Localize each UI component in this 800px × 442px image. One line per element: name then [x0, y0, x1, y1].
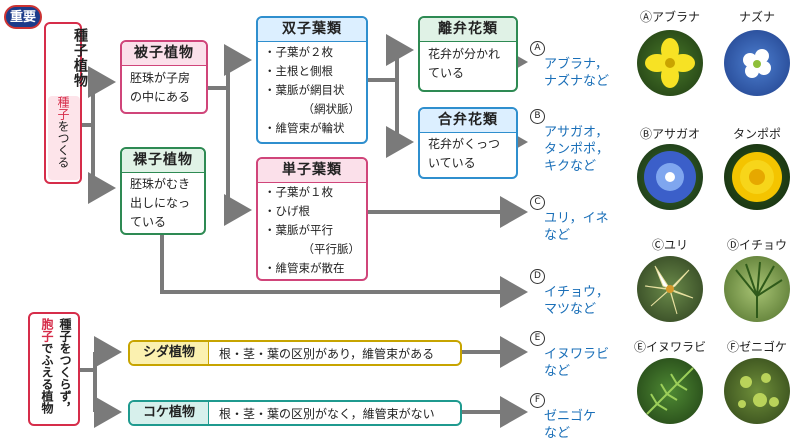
angiosperm-desc-line: 胚珠が子房: [130, 71, 191, 85]
morning-glory-icon: [637, 144, 703, 210]
dicot-item: ・主根と側根: [264, 64, 333, 78]
monocot-title: 単子葉類: [258, 159, 366, 183]
gymnosperm-desc-line: 出しになっ: [130, 196, 191, 210]
polypetal-title: 離弁花類: [420, 18, 516, 42]
liverwort-icon: [724, 358, 790, 424]
sympetal-desc-line: 花弁がくっつ: [428, 137, 501, 151]
result-line: イチョウ，: [544, 285, 610, 300]
photo-label: Ⓓイチョウ: [726, 238, 787, 252]
shepherds-purse-flower-icon: [724, 30, 790, 96]
importance-badge: 重要: [4, 5, 42, 29]
gymnosperm-desc-line: 胚珠がむき: [130, 177, 191, 191]
result-line: ユリ，イネ: [544, 211, 609, 226]
result-a: A アブラナ， ナズナなど: [530, 38, 609, 90]
monocot-item: （平行脈）: [296, 242, 360, 256]
spore-plant-line2: 胞子でふえる植物: [39, 318, 56, 422]
result-line: イヌワラビ: [544, 347, 610, 362]
polypetal-desc: 花弁が分かれ ている: [420, 42, 516, 86]
result-line: マツなど: [544, 302, 597, 317]
moss-desc: 根・茎・葉の区別がなく，維管束がない: [219, 406, 435, 421]
result-line: など: [544, 426, 571, 441]
polypetal-box: 離弁花類 花弁が分かれ ている: [418, 16, 518, 92]
gymnosperm-title: 裸子植物: [122, 149, 204, 173]
seed-plant-box: 種子植物 種子をつくる: [44, 22, 88, 184]
lily-icon: [637, 256, 703, 322]
monocot-box: 単子葉類 ・子葉が１枚 ・ひげ根 ・葉脈が平行 （平行脈） ・維管束が散在: [256, 157, 368, 281]
seed-plant-title: 種子植物: [72, 28, 88, 88]
dicot-box: 双子葉類 ・子葉が２枚 ・主根と側根 ・葉脈が網目状 （網状脈） ・維管束が輪状: [256, 16, 368, 144]
photo-label: Ⓐアブラナ: [639, 10, 700, 24]
rapeseed-flower-icon: [637, 30, 703, 96]
connector-arrows: [80, 34, 528, 428]
spore-plant-line1: 種子をつくらず，: [58, 318, 72, 414]
result-line: アサガオ，: [544, 125, 609, 140]
fern-desc: 根・茎・葉の区別があり，維管束がある: [219, 346, 435, 361]
fern-title: シダ植物: [130, 342, 209, 364]
ginkgo-icon: [724, 256, 790, 322]
result-marker: A: [530, 41, 545, 56]
result-marker: E: [530, 331, 545, 346]
dicot-items: ・子葉が２枚 ・主根と側根 ・葉脈が網目状 （網状脈） ・維管束が輪状: [258, 42, 366, 139]
moss-box: コケ植物 根・茎・葉の区別がなく，維管束がない: [128, 400, 462, 426]
dicot-item: （網状脈）: [296, 102, 360, 116]
spore-plant-box: 種子をつくらず， 胞子でふえる植物: [28, 312, 80, 426]
result-marker: D: [530, 269, 545, 284]
photo-label: Ⓑアサガオ: [639, 127, 700, 141]
seed-plant-desc: 種子をつくる: [48, 96, 80, 180]
dicot-title: 双子葉類: [258, 18, 366, 42]
spore-plant-rest: でふえる植物: [40, 342, 54, 414]
result-line: タンポポ，: [544, 142, 610, 157]
result-c: C ユリ，イネ など: [530, 192, 609, 244]
photo-label: ナズナ: [738, 10, 775, 24]
sympetal-title: 合弁花類: [420, 109, 516, 133]
seed-plant-desc-rest: をつくる: [56, 120, 70, 168]
seed-plant-desc-red: 種子: [56, 96, 70, 120]
result-f: F ゼニゴケ など: [530, 390, 596, 442]
polypetal-desc-line: 花弁が分かれ: [428, 47, 501, 61]
gymnosperm-box: 裸子植物 胚珠がむき 出しになっ ている: [120, 147, 206, 235]
result-d: D イチョウ， マツなど: [530, 266, 609, 318]
result-marker: B: [530, 109, 545, 124]
fern-box: シダ植物 根・茎・葉の区別があり，維管束がある: [128, 340, 462, 366]
angiosperm-desc: 胚珠が子房 の中にある: [122, 66, 206, 110]
result-e: E イヌワラビ など: [530, 328, 609, 380]
result-b: B アサガオ， タンポポ， キクなど: [530, 106, 609, 175]
monocot-item: ・子葉が１枚: [264, 185, 333, 199]
gymnosperm-desc: 胚珠がむき 出しになっ ている: [122, 173, 204, 234]
angiosperm-title: 被子植物: [122, 42, 206, 66]
polypetal-desc-line: ている: [428, 66, 465, 80]
sympetal-box: 合弁花類 花弁がくっつ いている: [418, 107, 518, 179]
result-marker: F: [530, 393, 545, 408]
spore-plant-red: 胞子: [40, 318, 54, 342]
photo-label: Ⓔイヌワラビ: [633, 340, 706, 354]
result-marker: C: [530, 195, 545, 210]
fern-icon: [637, 358, 703, 424]
monocot-items: ・子葉が１枚 ・ひげ根 ・葉脈が平行 （平行脈） ・維管束が散在: [258, 183, 366, 278]
result-line: キクなど: [544, 159, 597, 174]
monocot-item: ・維管束が散在: [264, 261, 345, 275]
dicot-item: ・維管束が輪状: [264, 121, 345, 135]
sympetal-desc: 花弁がくっつ いている: [420, 133, 516, 175]
dandelion-icon: [724, 144, 790, 210]
photo-label: タンポポ: [732, 127, 781, 141]
monocot-item: ・ひげ根: [264, 204, 310, 218]
dicot-item: ・子葉が２枚: [264, 45, 333, 59]
monocot-item: ・葉脈が平行: [264, 223, 333, 237]
result-line: ゼニゴケ: [544, 409, 597, 424]
result-line: など: [544, 364, 571, 379]
result-line: など: [544, 228, 571, 243]
result-line: ナズナなど: [544, 74, 610, 89]
angiosperm-box: 被子植物 胚珠が子房 の中にある: [120, 40, 208, 114]
sympetal-desc-line: いている: [428, 156, 476, 170]
dicot-item: ・葉脈が網目状: [264, 83, 345, 97]
result-line: アブラナ，: [544, 57, 608, 72]
angiosperm-desc-line: の中にある: [130, 90, 191, 104]
photo-label: Ⓒユリ: [651, 238, 688, 252]
moss-title: コケ植物: [130, 402, 209, 424]
gymnosperm-desc-line: ている: [130, 215, 167, 229]
photo-label: Ⓕゼニゴケ: [726, 340, 787, 354]
